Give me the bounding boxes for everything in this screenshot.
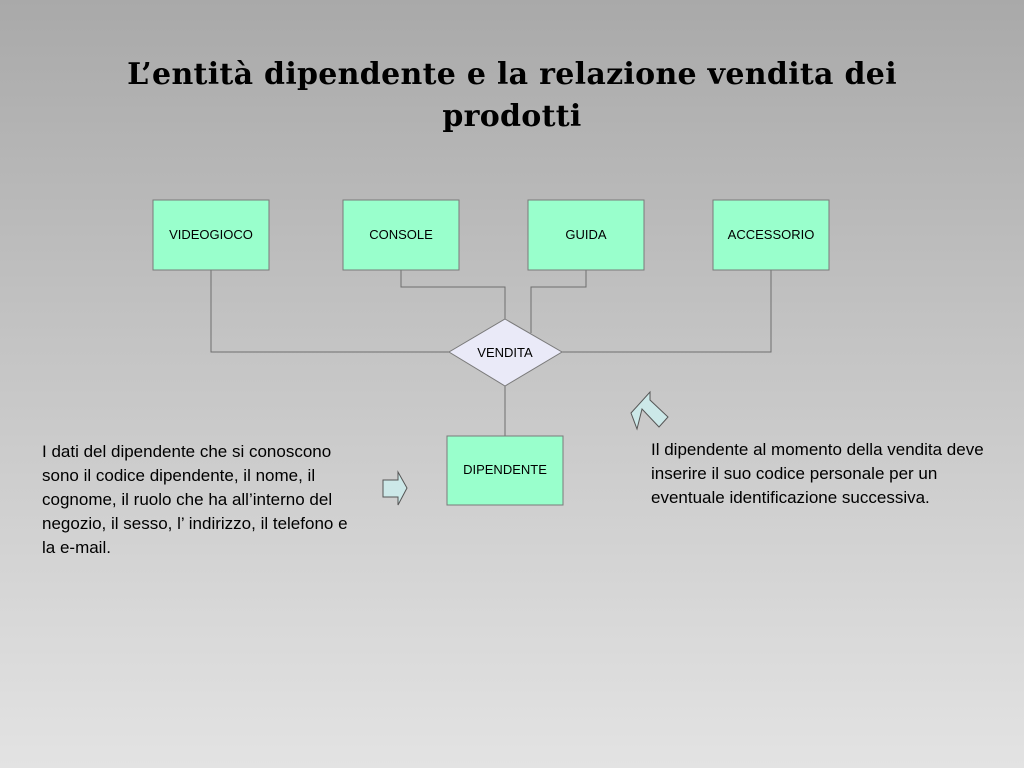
connector-accessorio xyxy=(562,270,772,353)
entity-guida: GUIDA xyxy=(527,199,645,271)
entity-label-console: CONSOLE xyxy=(369,227,433,242)
connector-console xyxy=(400,270,506,319)
connector-guida xyxy=(530,270,587,333)
entity-label-dipendente: DIPENDENTE xyxy=(463,462,547,477)
arrow-right-icon xyxy=(382,470,408,506)
entity-label-guida: GUIDA xyxy=(565,227,607,242)
entity-label-videogioco: VIDEOGIOCO xyxy=(169,227,253,242)
entity-dipendente: DIPENDENTE xyxy=(446,435,564,506)
entity-accessorio: ACCESSORIO xyxy=(712,199,830,271)
relationship-vendita: VENDITA xyxy=(448,318,563,387)
entity-label-accessorio: ACCESSORIO xyxy=(728,227,815,242)
connector-lines xyxy=(210,270,772,436)
relationship-label-vendita: VENDITA xyxy=(477,345,533,360)
connector-videogioco xyxy=(210,270,449,353)
slide-title: L’entità dipendente e la relazione vendi… xyxy=(127,57,897,134)
entity-console: CONSOLE xyxy=(342,199,460,271)
arrow-up-left-icon xyxy=(630,390,669,431)
note-right: Il dipendente al momento della vendita d… xyxy=(651,440,984,507)
entity-videogioco: VIDEOGIOCO xyxy=(152,199,270,271)
note-left: I dati del dipendente che si conoscono s… xyxy=(42,442,348,557)
